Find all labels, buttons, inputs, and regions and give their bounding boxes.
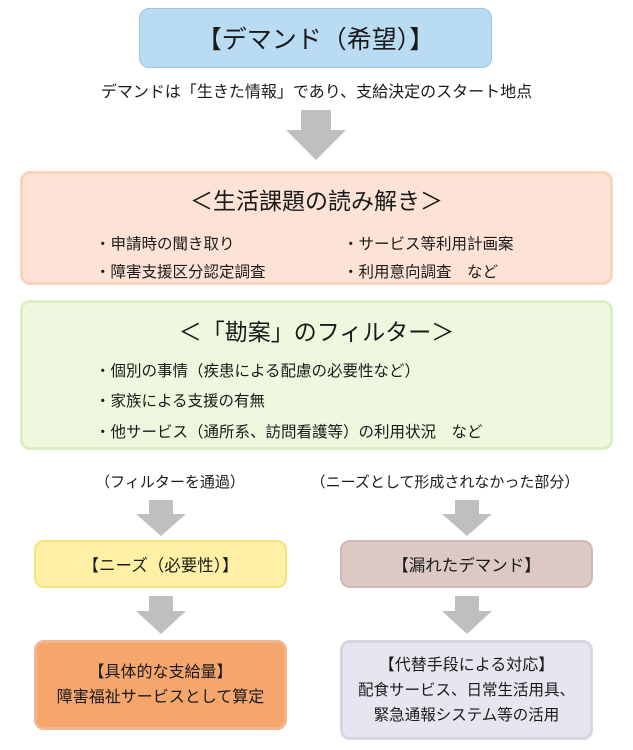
arrow-down-icon bbox=[286, 110, 346, 160]
arrow-down-icon bbox=[136, 596, 186, 634]
demand-description: デマンドは「生きた情報」であり、支給決定のスタート地点 bbox=[100, 82, 533, 101]
leaked-demand-box: 【漏れたデマンド】 bbox=[340, 540, 593, 588]
arrow-down-icon bbox=[442, 500, 492, 536]
passed-label: （フィルターを通過） bbox=[95, 473, 245, 491]
list-item: ・個別の事情（疾患による配慮の必要性など） bbox=[95, 362, 421, 380]
supply-amount-box: 【具体的な支給量】 障害福祉サービスとして算定 bbox=[34, 640, 287, 730]
demand-box: 【デマンド（希望）】 bbox=[139, 8, 492, 68]
list-item: ・申請時の聞き取り bbox=[95, 235, 235, 253]
life-issues-box: ＜生活課題の読み解き＞ ・申請時の聞き取り ・サービス等利用計画案 ・障害支援区… bbox=[20, 171, 613, 285]
alternative-line-2: 緊急通報システム等の活用 bbox=[373, 705, 560, 724]
filter-box: ＜「勘案」のフィルター＞ ・個別の事情（疾患による配慮の必要性など） ・家族によ… bbox=[20, 300, 613, 450]
alternative-title: 【代替手段による対応】 bbox=[378, 655, 555, 675]
alternative-means-box: 【代替手段による対応】 配食サービス、日常生活用具、 緊急通報システム等の活用 bbox=[340, 640, 593, 740]
arrow-down-icon bbox=[136, 500, 186, 536]
alternative-line-1: 配食サービス、日常生活用具、 bbox=[357, 681, 575, 699]
not-formed-label: （ニーズとして形成されなかった部分） bbox=[310, 473, 580, 491]
demand-title: 【デマンド（希望）】 bbox=[196, 25, 435, 54]
needs-title: 【ニーズ（必要性）】 bbox=[82, 556, 239, 575]
leaked-demand-title: 【漏れたデマンド】 bbox=[392, 556, 541, 575]
life-issues-title: ＜生活課題の読み解き＞ bbox=[190, 189, 443, 215]
list-item: ・他サービス（通所系、訪問看護等）の利用状況 など bbox=[95, 423, 483, 441]
supply-title: 【具体的な支給量】 bbox=[88, 662, 233, 682]
needs-box: 【ニーズ（必要性）】 bbox=[34, 540, 287, 588]
list-item: ・障害支援区分認定調査 bbox=[95, 263, 266, 281]
list-item: ・サービス等利用計画案 bbox=[343, 235, 514, 253]
list-item: ・家族による支援の有無 bbox=[95, 392, 266, 410]
filter-title: ＜「勘案」のフィルター＞ bbox=[178, 320, 455, 346]
supply-text: 障害福祉サービスとして算定 bbox=[56, 687, 265, 706]
list-item: ・利用意向調査 など bbox=[343, 263, 499, 281]
arrow-down-icon bbox=[442, 596, 492, 634]
